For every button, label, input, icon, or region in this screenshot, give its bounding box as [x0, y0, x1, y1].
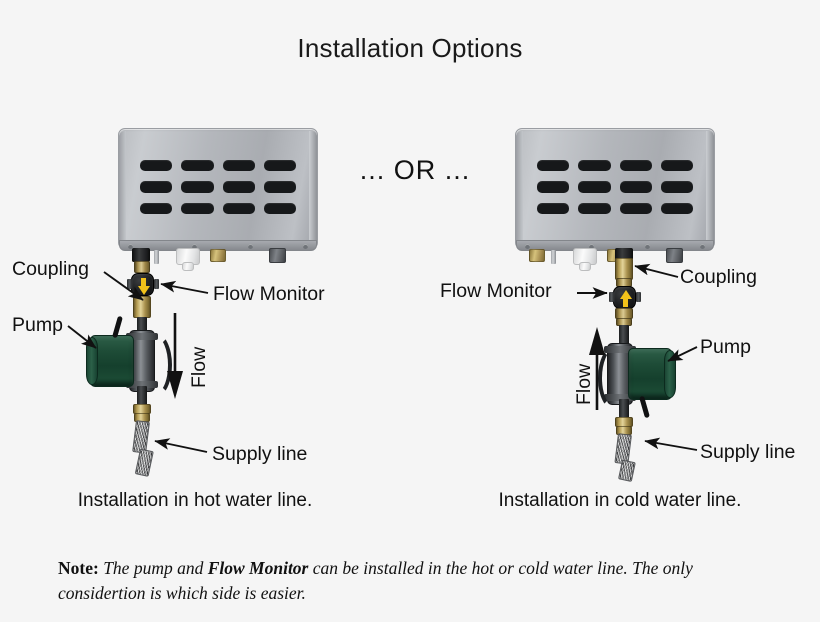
flow-monitor-right-port [154, 279, 159, 289]
heater-pipe-stub [154, 250, 159, 264]
heater-vent-grille [140, 160, 296, 214]
flow-monitor-arrow-up-icon [619, 290, 632, 299]
vent-slot [181, 160, 214, 172]
flow-monitor-body [131, 273, 154, 296]
vent-slot [619, 181, 652, 193]
note-emphasis: Flow Monitor [207, 558, 309, 578]
supply-line-hose-lower [617, 459, 636, 483]
vent-slot [222, 202, 255, 214]
vent-slot [660, 160, 693, 172]
flow-monitor-arrow-stem [623, 298, 628, 307]
heater-pvc-neck [579, 262, 591, 271]
vent-slot [619, 160, 652, 172]
heater-right-edge [309, 131, 317, 247]
heater-valve-fitting [269, 248, 286, 263]
diagram-cold-water-line: Flow Flow Monitor Coupling Pump Supply l… [410, 0, 820, 540]
pump-flange-top [126, 333, 158, 340]
vent-slot [619, 202, 652, 214]
pump-inlet-pipe [619, 325, 629, 345]
outlet-nipple [615, 248, 633, 260]
base-screw [303, 244, 308, 249]
flow-label-right: Flow [573, 363, 595, 405]
heater-left-edge [119, 131, 126, 247]
label-supply-line-left: Supply line [212, 443, 308, 465]
note-label: Note: [58, 558, 104, 578]
vent-slot [263, 160, 296, 172]
base-screw [525, 244, 530, 249]
pump-inlet-pipe [137, 317, 147, 335]
caption-hot-water-line: Installation in hot water line. [77, 490, 313, 511]
vent-slot [222, 181, 255, 193]
base-screw [589, 244, 594, 249]
vent-slot [263, 181, 296, 193]
vent-slot [181, 181, 214, 193]
flow-monitor-right-port [636, 292, 641, 302]
pump-outlet-pipe [619, 399, 629, 419]
vent-slot [578, 181, 611, 193]
label-coupling-left: Coupling [12, 258, 89, 280]
vent-slot [140, 160, 173, 172]
vent-slot [537, 181, 570, 193]
label-coupling-right: Coupling [680, 266, 757, 288]
heater-left-edge [516, 131, 523, 247]
vent-slot [181, 202, 214, 214]
vent-slot [578, 160, 611, 172]
vent-slot [140, 181, 173, 193]
pump-flange-bottom [126, 381, 158, 388]
label-pump-left: Pump [12, 314, 63, 336]
flow-label-left: Flow [188, 346, 210, 388]
vent-slot [537, 160, 570, 172]
heater-vent-grille [537, 160, 693, 214]
label-supply-line-right: Supply line [700, 441, 796, 463]
heater-valve-fitting [666, 248, 683, 263]
heater-pipe-stub [551, 250, 556, 264]
heater-pvc-neck [182, 262, 194, 271]
base-screw [192, 244, 197, 249]
coupling-upper [134, 261, 150, 273]
label-flow-monitor-right: Flow Monitor [440, 280, 552, 302]
flow-monitor-arrow-down-icon [137, 286, 150, 295]
vent-slot [537, 202, 570, 214]
page-title: Installation Options [297, 33, 523, 63]
pump-bypass-pipe [140, 333, 172, 397]
base-screw [248, 244, 253, 249]
heater-gas-fitting [529, 249, 545, 262]
water-heater-unit [515, 128, 715, 271]
base-screw [128, 244, 133, 249]
note-text-part-1: The pump and [103, 558, 208, 578]
flow-monitor-left-port [127, 279, 132, 289]
pump-motor-endcap [664, 350, 676, 398]
vent-slot [263, 202, 296, 214]
note-block: Note: The pump and Flow Monitor can be i… [58, 556, 768, 606]
flow-monitor-left-port [609, 292, 614, 302]
label-pump-right: Pump [700, 336, 751, 358]
heater-gas-fitting [210, 249, 226, 262]
vent-slot [660, 202, 693, 214]
note-text-part-2: can be installed in the hot or cold wate… [58, 558, 693, 603]
vent-slot [578, 202, 611, 214]
coupling-upper [615, 258, 633, 280]
diagram-hot-water-line: Flow Coupling Flow Monitor Pump Supply l… [0, 0, 410, 540]
water-heater-unit [118, 128, 318, 271]
flow-monitor-body [613, 286, 636, 309]
caption-cold-water-line: Installation in cold water line. [498, 490, 742, 511]
plumbing-assembly [410, 0, 820, 540]
pump-motor-endcap [86, 337, 98, 385]
heater-right-edge [706, 131, 714, 247]
vent-slot [140, 202, 173, 214]
coupling-lower [133, 296, 151, 318]
pump-outlet-pipe [137, 386, 147, 406]
label-flow-monitor-left: Flow Monitor [213, 283, 325, 305]
base-screw [645, 244, 650, 249]
base-screw [700, 244, 705, 249]
outlet-nipple [132, 248, 150, 262]
pump-bypass-pipe [598, 346, 630, 410]
or-divider-label: ... OR ... [359, 155, 471, 185]
supply-line-hose-lower [134, 448, 154, 477]
vent-slot [222, 160, 255, 172]
vent-slot [660, 181, 693, 193]
